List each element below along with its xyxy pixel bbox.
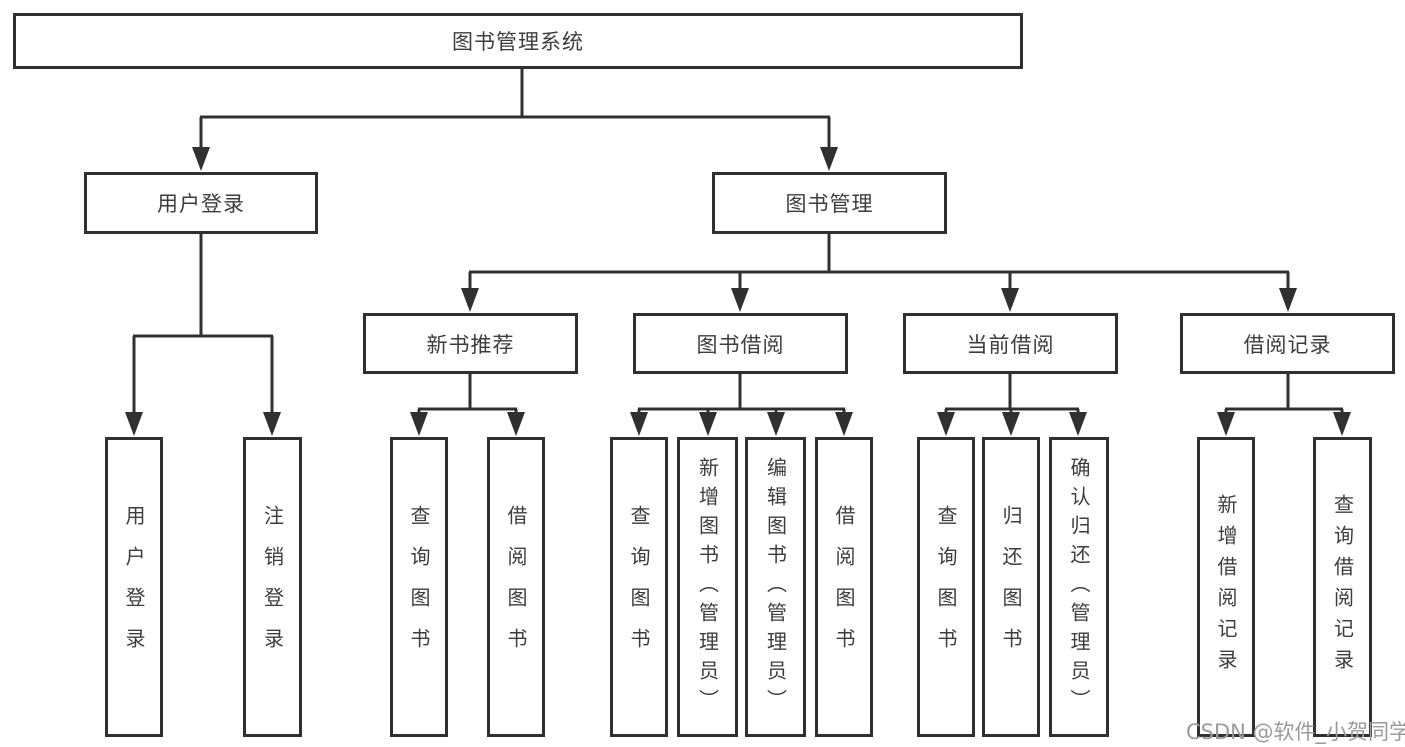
leaf-user-login: 用户登录: [105, 437, 163, 737]
node-book-management-label: 图书管理: [785, 192, 874, 216]
node-user-login: 用户登录: [84, 172, 318, 234]
leaf-query-books-borrowing-label: 查询图书: [627, 505, 651, 669]
watermark-text: CSDN @软件_小贺同学: [1186, 720, 1405, 744]
node-current-borrowing-label: 当前借阅: [966, 332, 1055, 357]
leaf-query-borrow-record-label: 查询借阅记录: [1330, 494, 1355, 680]
leaf-edit-books-admin: 编辑图书（管理员）: [745, 437, 806, 737]
leaf-confirm-return-admin-label: 确认归还（管理员）: [1067, 456, 1091, 718]
leaf-logout-login-label: 注销登录: [260, 505, 285, 669]
leaf-user-login-label: 用户登录: [122, 505, 146, 669]
node-book-borrowing-label: 图书借阅: [696, 332, 785, 357]
node-new-book-recommend: 新书推荐: [363, 313, 578, 374]
leaf-return-books-label: 归还图书: [999, 505, 1023, 669]
node-user-login-label: 用户登录: [157, 192, 245, 216]
leaf-add-borrow-record-label: 新增借阅记录: [1214, 494, 1238, 680]
leaf-borrow-books-recommend-label: 借阅图书: [504, 505, 528, 669]
leaf-borrow-books-borrowing-label: 借阅图书: [832, 505, 856, 669]
node-root-label: 图书管理系统: [452, 30, 584, 54]
leaf-add-books-admin: 新增图书（管理员）: [677, 437, 738, 737]
leaf-logout-login: 注销登录: [243, 437, 302, 737]
leaf-query-books-borrowing: 查询图书: [610, 437, 668, 737]
node-root: 图书管理系统: [13, 13, 1023, 69]
leaf-borrow-books-recommend: 借阅图书: [487, 437, 545, 737]
leaf-borrow-books-borrowing: 借阅图书: [815, 437, 873, 737]
leaf-query-books-recommend: 查询图书: [390, 437, 448, 737]
node-new-book-recommend-label: 新书推荐: [426, 332, 515, 357]
node-borrowing-records: 借阅记录: [1180, 313, 1395, 374]
node-book-management: 图书管理: [712, 172, 947, 234]
arrowheads: [125, 147, 1351, 436]
leaf-add-borrow-record: 新增借阅记录: [1197, 437, 1255, 737]
leaf-confirm-return-admin: 确认归还（管理员）: [1049, 437, 1109, 737]
node-borrowing-records-label: 借阅记录: [1243, 332, 1332, 357]
leaf-return-books: 归还图书: [982, 437, 1040, 737]
node-current-borrowing: 当前借阅: [903, 313, 1118, 374]
leaf-query-borrow-record: 查询借阅记录: [1313, 437, 1372, 737]
leaf-query-books-current: 查询图书: [917, 437, 975, 737]
leaf-query-books-recommend-label: 查询图书: [407, 505, 431, 669]
leaf-query-books-current-label: 查询图书: [934, 505, 958, 669]
leaf-add-books-admin-label: 新增图书（管理员）: [695, 456, 720, 718]
node-book-borrowing: 图书借阅: [633, 313, 848, 374]
leaf-edit-books-admin-label: 编辑图书（管理员）: [763, 456, 788, 718]
